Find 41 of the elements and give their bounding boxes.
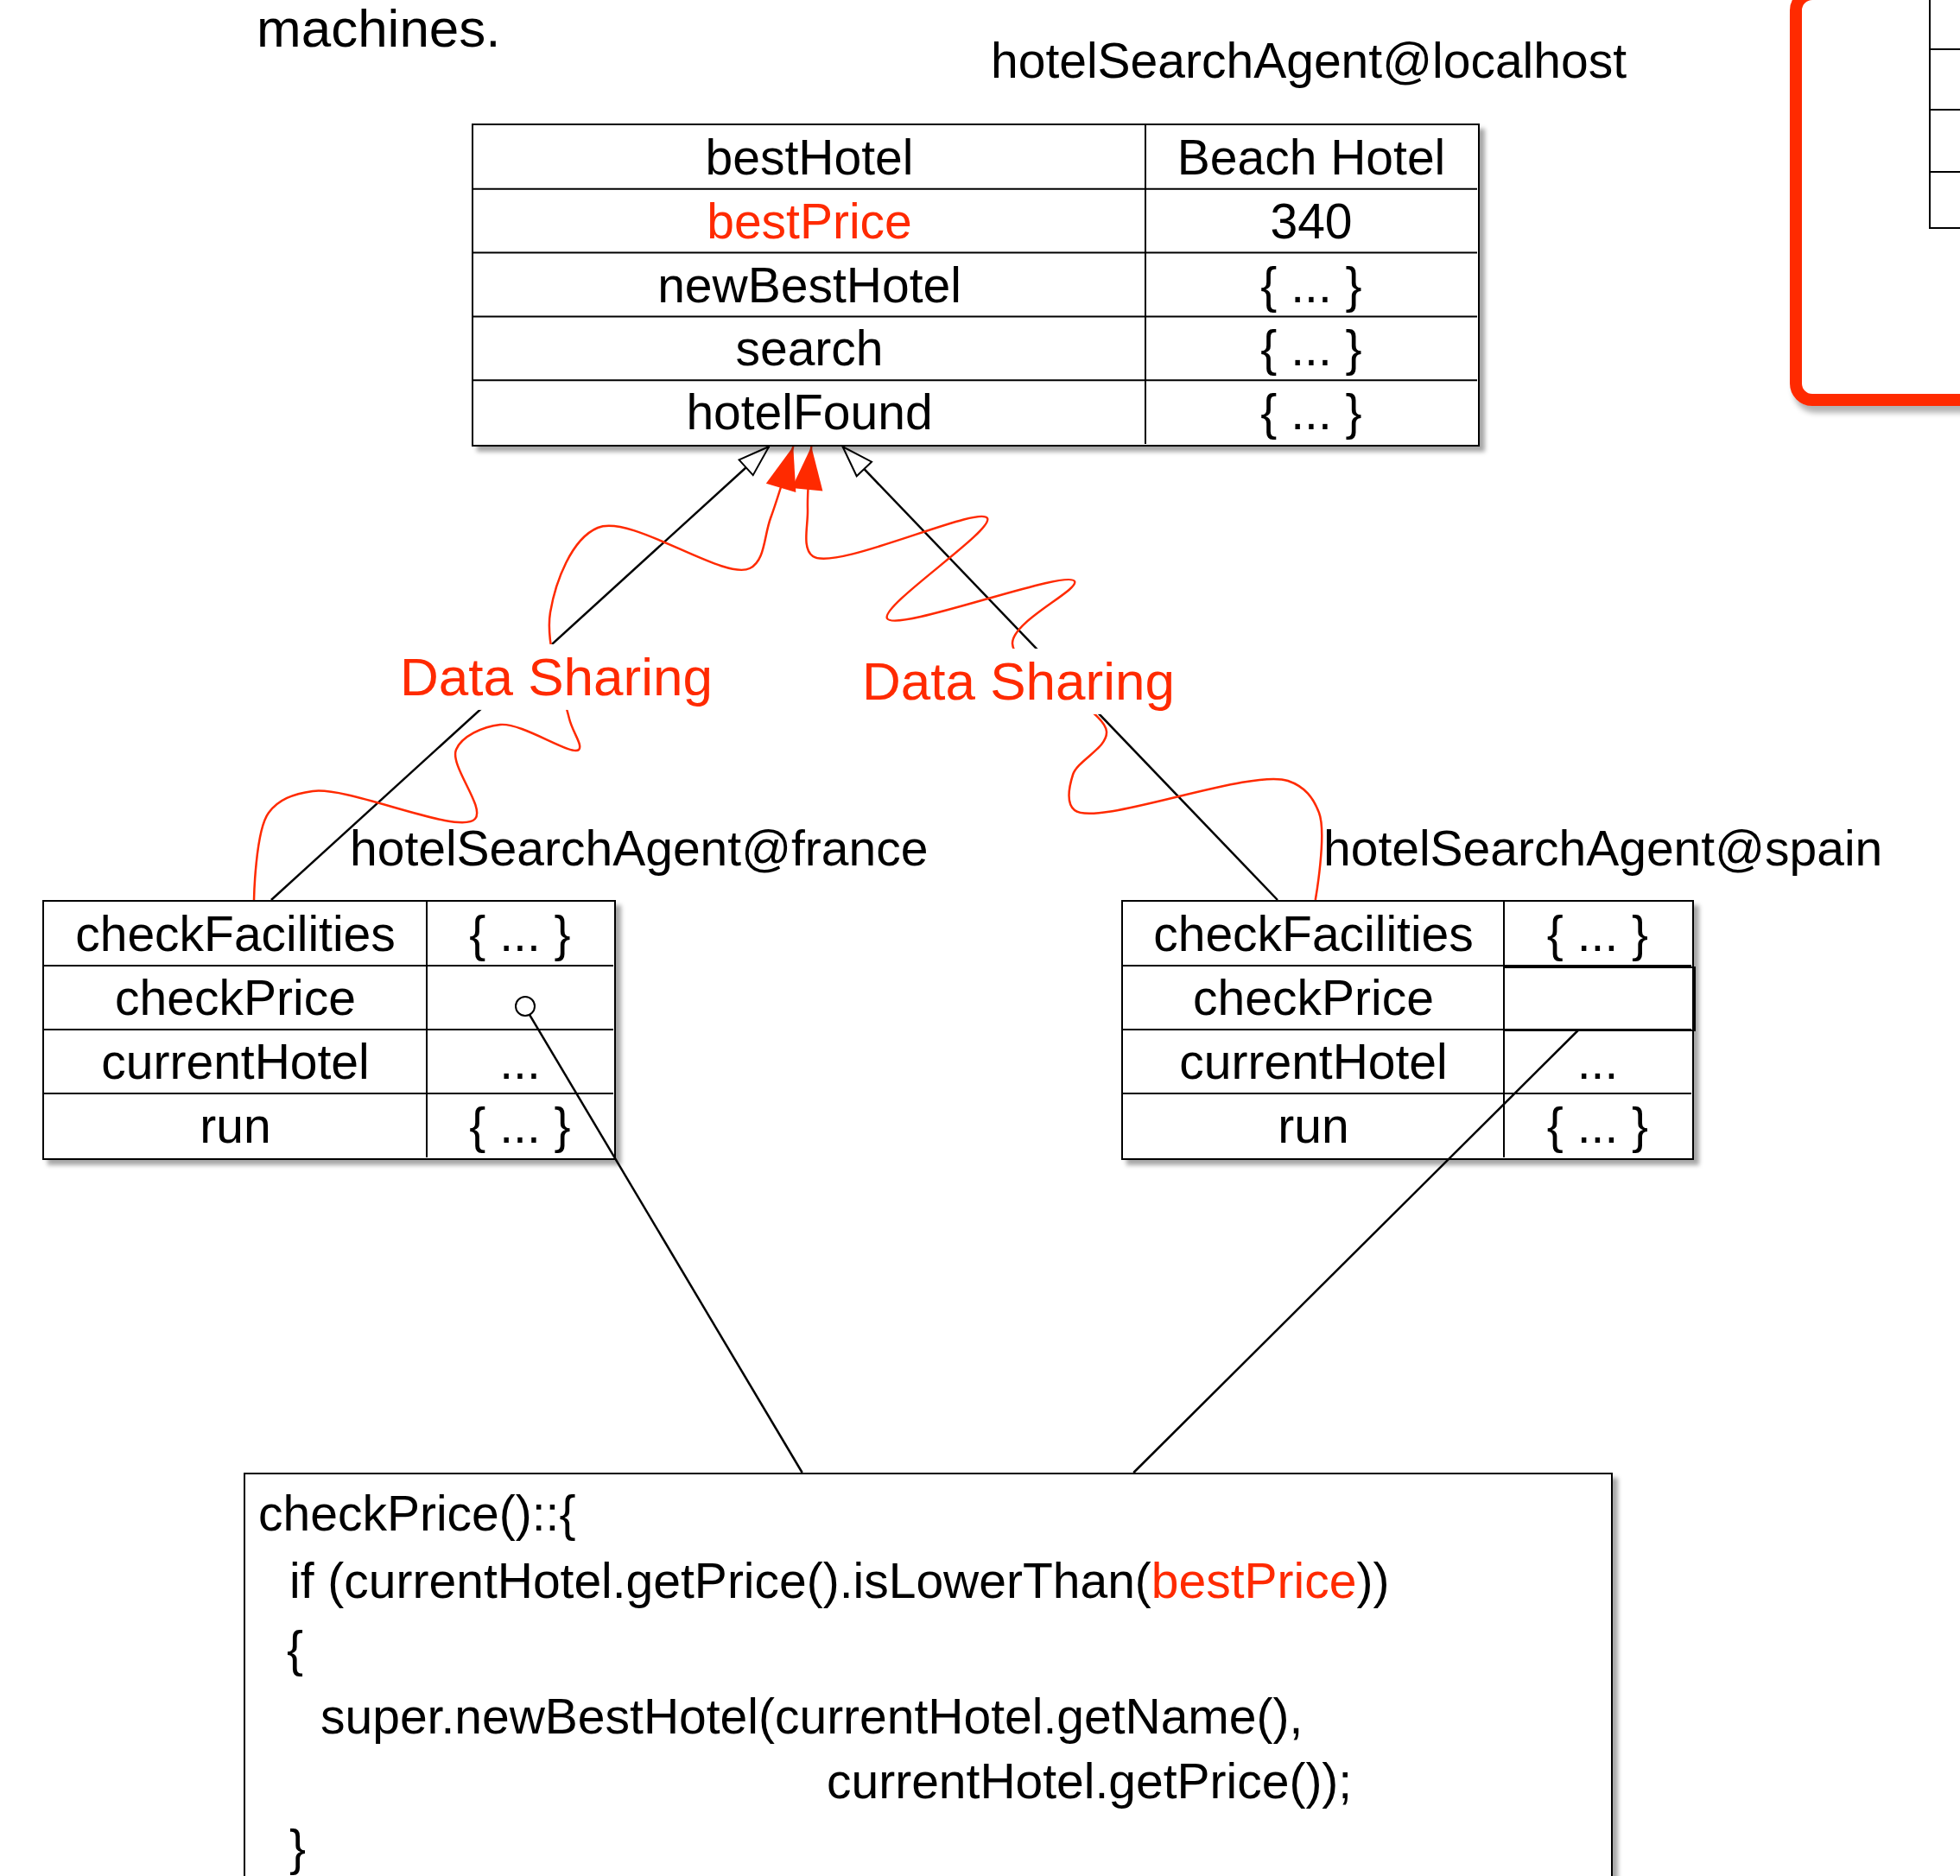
- code-text: checkPrice()::{: [258, 1486, 576, 1541]
- field-value: Beach Hotel: [1176, 130, 1447, 183]
- field-name: bestHotel: [704, 130, 915, 183]
- code-text: if (currentHotel.getPrice().isLowerThan(: [289, 1553, 1151, 1608]
- field-name: currentHotel: [100, 1036, 371, 1087]
- attribute-table: [1121, 900, 1694, 1160]
- field-name: checkPrice: [114, 972, 357, 1024]
- field-name: checkPrice: [1192, 972, 1435, 1024]
- heading-fragment: machines.: [257, 2, 501, 55]
- code-panel: [244, 1473, 1613, 1876]
- field-name: search: [734, 322, 885, 375]
- code-text: bestPrice: [1151, 1553, 1357, 1608]
- field-name: newBestHotel: [657, 258, 962, 311]
- field-name: checkFacilities: [74, 908, 396, 960]
- code-text: {: [287, 1621, 304, 1676]
- code-text: )): [1356, 1553, 1390, 1608]
- attribute-table: [42, 900, 616, 1160]
- code-text: currentHotel.getPrice());: [827, 1753, 1353, 1809]
- field-value: { ... }: [1259, 258, 1363, 311]
- attachment-dot: [515, 996, 536, 1017]
- connector-line: [1132, 1029, 1580, 1474]
- field-value: { ... }: [468, 1100, 572, 1151]
- field-value: { ... }: [1545, 908, 1650, 960]
- field-value: { ... }: [1259, 386, 1363, 439]
- code-text: }: [289, 1820, 307, 1875]
- field-value: ...: [1576, 1036, 1620, 1087]
- empty-value-slot: [1504, 967, 1696, 1031]
- field-value: 340: [1269, 194, 1354, 247]
- attribute-table: [472, 124, 1480, 447]
- field-value: { ... }: [468, 908, 572, 960]
- field-name: run: [1277, 1100, 1350, 1151]
- field-name: currentHotel: [1178, 1036, 1449, 1087]
- code-text: super.newBestHotel(currentHotel.getName(),: [320, 1689, 1303, 1744]
- field-name: checkFacilities: [1152, 908, 1475, 960]
- field-value: { ... }: [1259, 322, 1363, 375]
- field-name: run: [199, 1100, 272, 1151]
- field-name: hotelFound: [685, 386, 934, 439]
- field-value: { ... }: [1545, 1100, 1650, 1151]
- field-value: ...: [498, 1036, 542, 1087]
- field-name: bestPrice: [706, 194, 913, 247]
- highlight-frame: [1790, 0, 1960, 406]
